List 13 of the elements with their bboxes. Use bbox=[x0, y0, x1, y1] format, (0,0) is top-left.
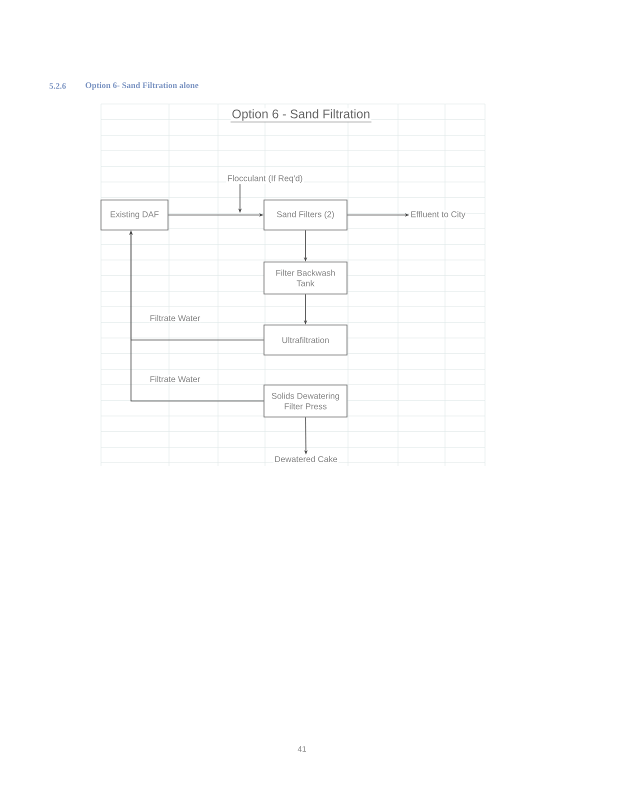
edge-label: Filtrate Water bbox=[148, 314, 202, 322]
process-box: Sand Filters (2) bbox=[264, 200, 348, 230]
edge-label: Filtrate Water bbox=[148, 374, 202, 384]
process-box: Filter Backwash Tank bbox=[264, 262, 348, 294]
section-heading: Option 6- Sand Filtration alone bbox=[86, 82, 198, 90]
chart-title: Option 6 - Sand Filtration bbox=[230, 108, 372, 122]
stream-label: Flocculant (If Req'd) bbox=[226, 174, 304, 184]
stream-label: Effluent to City bbox=[410, 210, 466, 220]
process-box: Existing DAF bbox=[100, 200, 168, 230]
process-box: Ultrafiltration bbox=[264, 324, 348, 356]
process-box: Solids Dewatering Filter Press bbox=[264, 384, 348, 418]
section-heading: 5.2.6 bbox=[50, 83, 66, 89]
stream-label: Dewatered Cake bbox=[273, 454, 339, 464]
